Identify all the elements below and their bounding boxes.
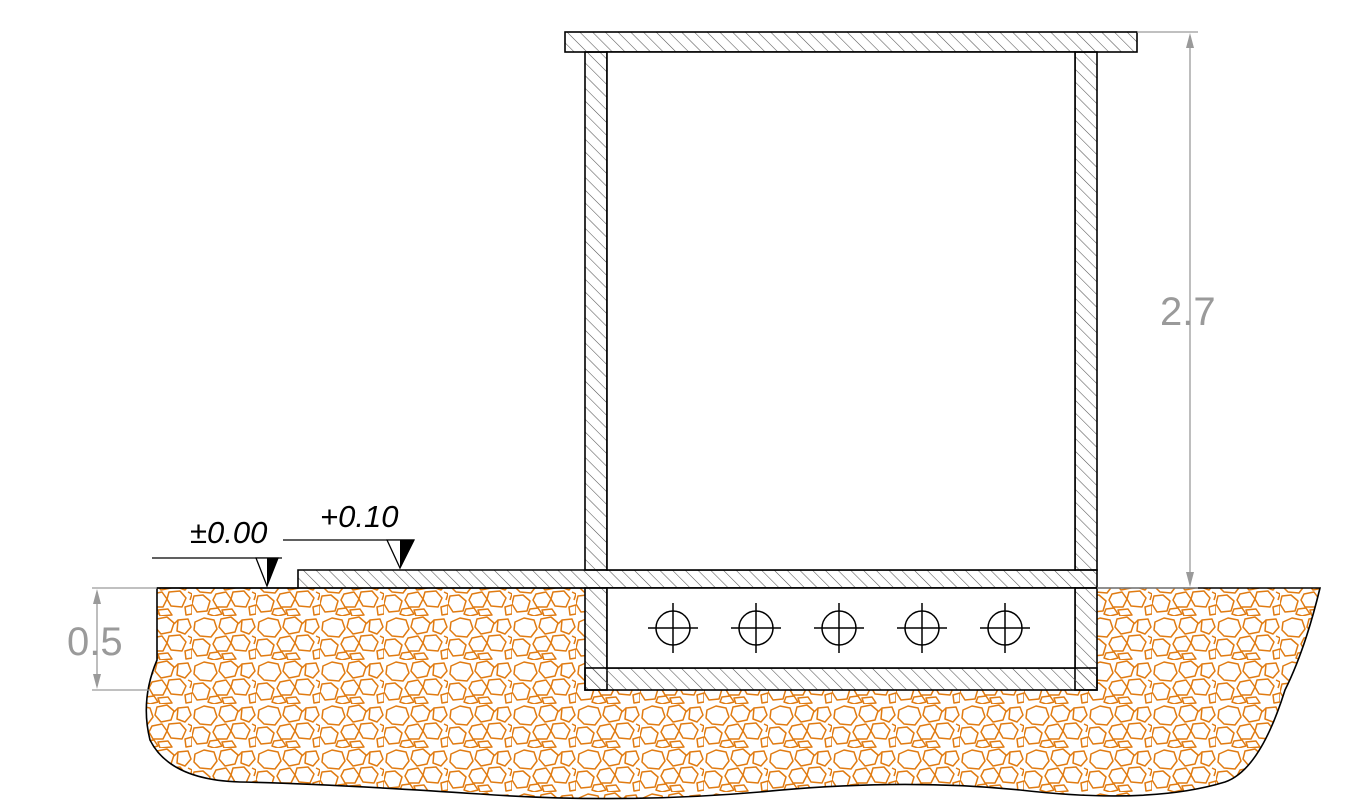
box-bottom-slab xyxy=(584,667,1098,691)
level-marker-floor: +0.10 xyxy=(283,499,416,570)
left-wall xyxy=(584,51,608,571)
depth-dimension xyxy=(92,587,157,691)
roof-slab xyxy=(564,31,1138,53)
pipe-symbols xyxy=(648,603,1030,653)
room-interior xyxy=(606,51,1076,571)
depth-dimension-label: 0.5 xyxy=(67,620,123,664)
level-label-ground: ±0.00 xyxy=(190,515,267,550)
pipe-icon xyxy=(897,603,947,653)
right-wall xyxy=(1074,51,1098,571)
pipe-icon xyxy=(814,603,864,653)
height-dimension xyxy=(1097,31,1198,589)
pipe-icon xyxy=(980,603,1030,653)
level-label-floor: +0.10 xyxy=(320,499,398,534)
height-dimension-label: 2.7 xyxy=(1160,290,1216,334)
pipe-icon xyxy=(648,603,698,653)
level-marker-ground: ±0.00 xyxy=(152,515,282,588)
pipe-icon xyxy=(731,603,781,653)
floor-slab xyxy=(297,569,1098,589)
